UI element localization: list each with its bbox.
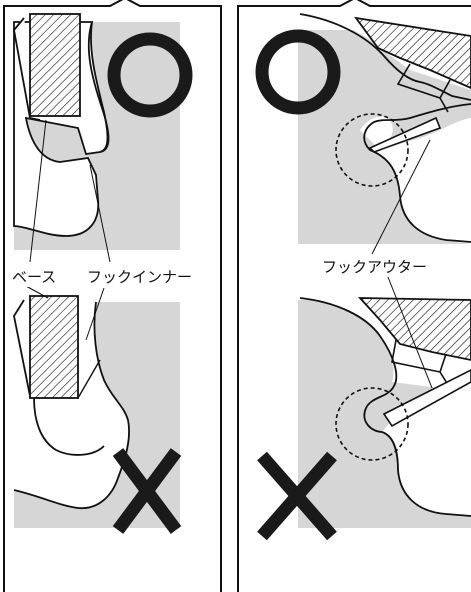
right-panel: [238, 0, 471, 592]
left-top-scene: [14, 14, 186, 262]
right-bottom-scene: [262, 272, 471, 536]
base-hatched: [30, 296, 78, 398]
label-hook-outer: フックアウター: [322, 256, 427, 277]
label-hook-inner: フックインナー: [87, 266, 192, 287]
base-hatched: [30, 14, 80, 116]
label-base: ベース: [12, 266, 56, 287]
left-panel: [4, 0, 221, 592]
right-top-scene: [262, 14, 471, 254]
left-bottom-scene: [14, 285, 180, 530]
